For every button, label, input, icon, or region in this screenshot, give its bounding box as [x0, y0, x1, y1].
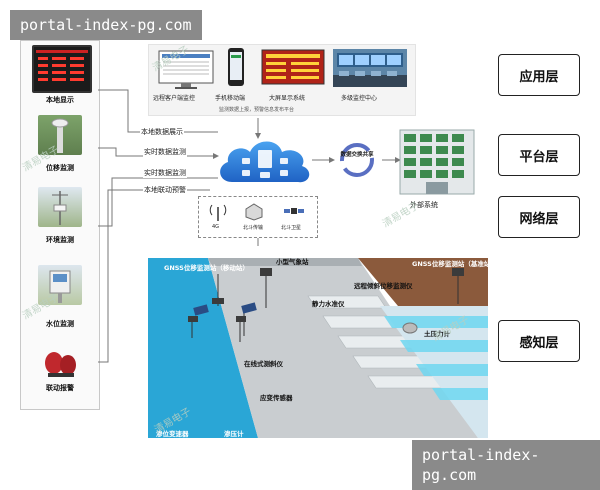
displacement-monitor-icon [38, 115, 82, 155]
link-label-realtime-1: 实时数据监测 [143, 147, 187, 157]
label-earth-pressure: 土压力计 [424, 330, 450, 338]
big-screen-icon [261, 49, 325, 85]
label-weather-small: 小型气象站 [276, 258, 309, 266]
phone-icon [227, 47, 245, 87]
bottom-url-badge: portal-index-pg.com [412, 440, 600, 490]
upload-note: 监测数据上报，预警信息发布平台 [219, 107, 295, 113]
app-label-remote-client: 远程客户端监控 [153, 95, 196, 102]
device-label-local-display: 本地显示 [46, 96, 74, 104]
network-panel: 4G 北斗传输 北斗卫星 [198, 196, 318, 238]
device-label-environment: 环境监测 [46, 236, 74, 244]
local-devices-panel: 本地显示 位移监测 环境监测 水位监测 联动报警 [20, 40, 100, 410]
label-inline-inclinometer: 在线式测斜仪 [244, 360, 283, 368]
monitor-icon [157, 49, 215, 91]
label-hydrostatic-level: 静力水准仪 [312, 300, 345, 308]
network-label-beidou-satellite: 北斗卫星 [281, 225, 302, 231]
device-label-displacement: 位移监测 [46, 164, 74, 172]
device-label-water-level: 水位监测 [46, 320, 74, 328]
perception-layer-box: 感知层 [498, 320, 580, 362]
antenna-4g-icon [207, 201, 229, 221]
external-system-building-icon [398, 126, 476, 196]
data-exchange-icon [334, 140, 380, 180]
led-display-icon [32, 45, 92, 93]
network-layer-box: 网络层 [498, 196, 580, 238]
dam-scene: GNSS位移监测站（移动站） 小型气象站 GNSS位移监测站（基准站） 远程倾斜… [148, 246, 488, 438]
data-exchange-label: 数据交换共享 [340, 152, 374, 158]
cloud-platform [212, 132, 316, 192]
label-strain-sensor: 应变传感器 [260, 394, 293, 402]
link-label-linkage: 本地联动预警 [143, 185, 187, 195]
application-panel: 远程客户端监控 手机移动端 大屏显示系统 多级监控中心 监测数据上报，预警信息发… [148, 44, 416, 116]
water-level-icon [38, 265, 82, 305]
label-seepage-meter: 渗压计 [224, 430, 244, 438]
link-label-realtime-2: 实时数据监测 [143, 168, 187, 178]
label-gnss-base: GNSS位移监测站（基准站） [412, 260, 488, 268]
link-label-local-display: 本地数据展示 [140, 127, 184, 137]
network-label-4g: 4G [212, 224, 220, 230]
application-layer-box: 应用层 [498, 54, 580, 96]
alarm-siren-icon [38, 341, 82, 381]
label-water-level-meter: 渗位变速器 [156, 430, 189, 438]
beidou-transmitter-icon [245, 203, 263, 221]
external-system-label: 外部系统 [410, 201, 438, 209]
top-url-badge: portal-index-pg.com [10, 10, 202, 40]
satellite-icon [283, 201, 305, 221]
label-gnss-mobile: GNSS位移监测站（移动站） [164, 264, 249, 272]
platform-layer-box: 平台层 [498, 134, 580, 176]
app-label-control-center: 多级监控中心 [341, 95, 378, 102]
weather-station-icon [38, 187, 82, 227]
network-label-beidou-transfer: 北斗传输 [243, 225, 264, 231]
app-label-big-screen: 大屏显示系统 [269, 95, 306, 102]
label-remote-inclinometer: 远程倾斜位移监测仪 [354, 282, 413, 290]
device-label-alarm: 联动报警 [46, 384, 74, 392]
app-label-mobile: 手机移动端 [215, 95, 246, 102]
control-center-icon [333, 49, 407, 87]
